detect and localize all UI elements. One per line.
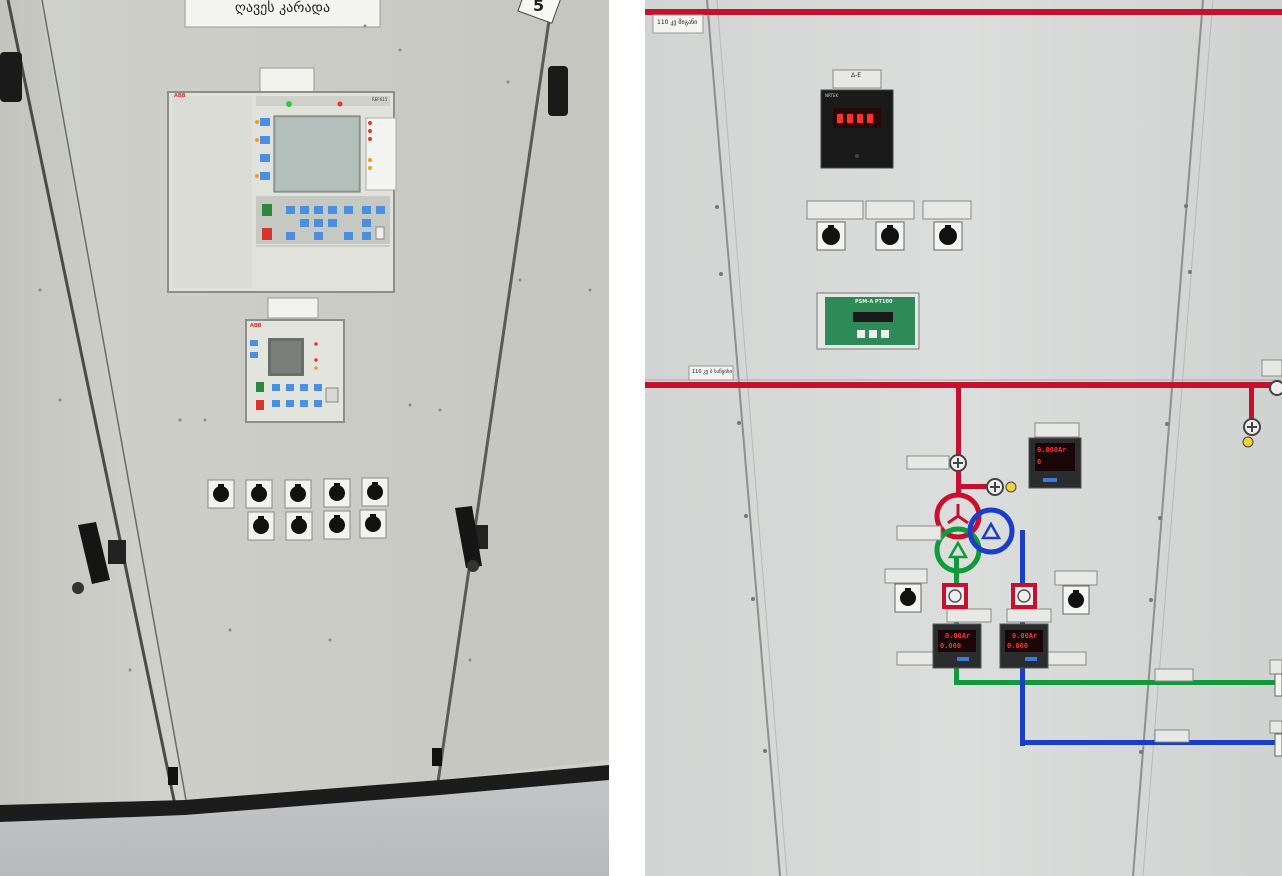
label-top-left	[652, 14, 704, 34]
top-sign	[184, 0, 381, 28]
selector-switch[interactable]	[361, 477, 389, 507]
right-door	[440, 0, 609, 780]
small-relay	[245, 319, 345, 423]
multimeter-3-line-2: 0.000	[1007, 642, 1029, 650]
selector-switch[interactable]	[359, 509, 387, 539]
temperature-controller	[816, 292, 920, 350]
controller-button[interactable]	[881, 330, 889, 338]
selector-switch[interactable]	[245, 479, 273, 509]
label-mid-left-text: 110 კვ ბ საწყისი	[692, 369, 733, 375]
selector-switch[interactable]	[323, 510, 351, 540]
blue-mimic-horizontal	[1020, 740, 1282, 745]
plinth	[0, 765, 609, 822]
left-cabinet-photo: ღავეს კარადა 5 ABB REF615 ABB	[0, 0, 609, 876]
multimeter-1-line-1: 0.000Ar	[1037, 446, 1067, 454]
right-door-handle[interactable]	[455, 506, 488, 572]
selector-switch[interactable]	[247, 511, 275, 541]
switch-row	[806, 200, 972, 251]
selector-switch[interactable]	[1274, 733, 1282, 757]
earth-symbol	[1269, 380, 1282, 396]
relay-model: REF615	[372, 97, 388, 102]
relay-label-plate	[259, 67, 315, 93]
label-mid-left	[688, 365, 734, 381]
controller-label: PSM-A PT100	[855, 299, 893, 305]
selector-switch[interactable]	[875, 221, 905, 251]
right-cabinet-illustration	[645, 0, 1282, 876]
selector-switch-bank	[207, 477, 389, 541]
red-mimic-vertical	[956, 386, 961, 496]
switch-plate	[865, 200, 915, 220]
protection-relay	[167, 91, 397, 293]
selector-switch[interactable]	[1062, 585, 1090, 615]
corner-label-text: 5	[533, 0, 545, 15]
selector-switch[interactable]	[323, 478, 351, 508]
floor	[0, 780, 609, 876]
multimeter-3-line-1: 0.00Ar	[1012, 632, 1038, 640]
controller-button[interactable]	[869, 330, 877, 338]
multimeter	[932, 623, 982, 669]
right-cabinet-photo: 110 კვ შიგანი 110 კვ ბ საწყისი Δ-E NRTEK…	[645, 0, 1282, 876]
relay-open-button[interactable]	[262, 228, 272, 240]
corner-label	[517, 0, 563, 24]
meter-plate-text: Δ-E	[851, 72, 862, 79]
selector-switch[interactable]	[207, 479, 235, 509]
earth-symbol	[1242, 418, 1261, 448]
transformer-symbol	[934, 492, 1015, 574]
left-door-handle[interactable]	[72, 522, 126, 594]
selector-switch[interactable]	[816, 221, 846, 251]
selector-switch[interactable]	[285, 511, 313, 541]
multimeter-2-line-2: 0.000	[940, 642, 962, 650]
selector-switch[interactable]	[933, 221, 963, 251]
controller-button[interactable]	[857, 330, 865, 338]
selector-switch[interactable]	[894, 583, 922, 613]
multimeter-1-line-2: 0	[1037, 458, 1042, 466]
meter-brand: NRTEK	[825, 93, 839, 98]
selector-switch[interactable]	[1274, 673, 1282, 697]
current-transformer-indicator	[1011, 583, 1037, 609]
small-relay-label-plate	[267, 297, 319, 319]
controller-display	[853, 312, 893, 322]
red-bus-line-middle	[645, 382, 1282, 388]
red-bus-line-top	[645, 9, 1282, 15]
selector-switch[interactable]	[284, 479, 312, 509]
left-hinge	[0, 52, 22, 102]
switch-plate	[806, 200, 864, 220]
left-cabinet-illustration	[0, 0, 609, 876]
right-hinge	[548, 66, 568, 116]
multimeter-2-line-1: 0.00Ar	[945, 632, 971, 640]
multimeter	[999, 623, 1049, 669]
switch-plate	[922, 200, 972, 220]
relay-close-button[interactable]	[262, 204, 272, 216]
frequency-meter	[820, 89, 894, 169]
multimeter	[1028, 437, 1082, 489]
top-sign-text: ღავეს კარადა	[234, 0, 331, 16]
earth-symbol	[949, 454, 967, 472]
small-relay-brand: ABB	[250, 323, 262, 329]
current-transformer-indicator	[942, 583, 968, 609]
relay-brand: ABB	[174, 93, 186, 99]
earth-symbol	[986, 478, 1017, 496]
meter-plate	[832, 69, 882, 89]
label-top-left-text: 110 კვ შიგანი	[657, 19, 698, 26]
green-mimic-horizontal	[954, 680, 1282, 685]
